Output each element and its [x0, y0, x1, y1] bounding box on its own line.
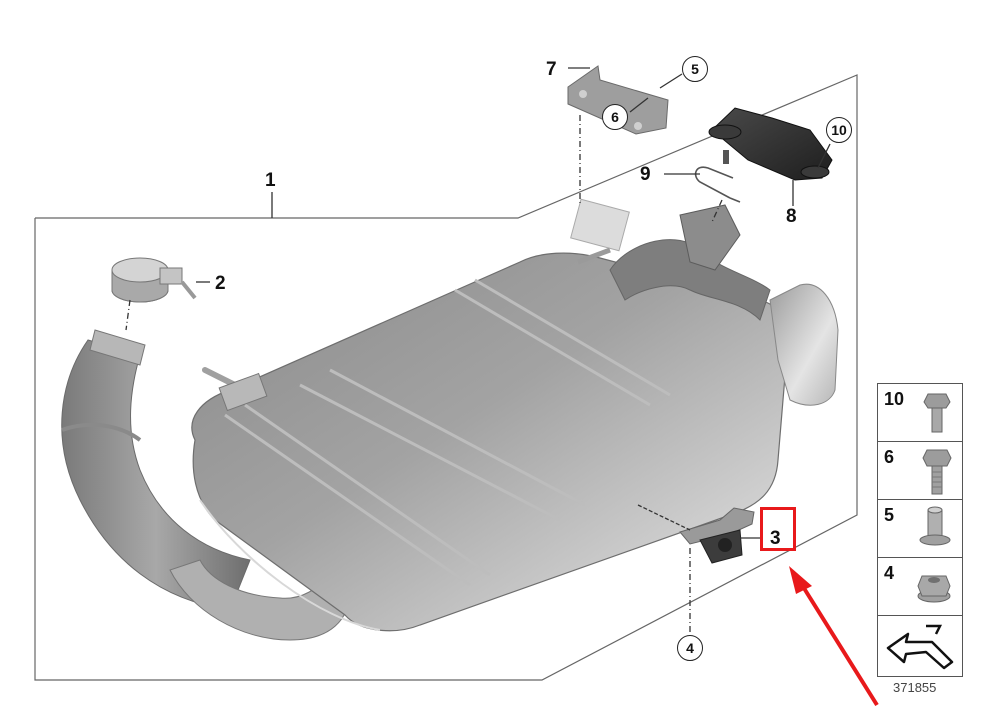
fastener-legend: 10 6 5 4	[877, 383, 963, 677]
highlight-box-part-3	[760, 507, 796, 551]
diagram-reference-number: 371855	[893, 680, 937, 695]
legend-item-direction	[878, 616, 962, 676]
callout-8: 8	[786, 206, 797, 227]
hanger-bracket-left	[202, 367, 268, 412]
legend-number: 10	[884, 389, 905, 409]
rubber-mount	[679, 507, 755, 564]
callout-7: 7	[546, 59, 557, 80]
legend-item-4: 4	[878, 558, 962, 616]
legend-item-6: 6	[878, 442, 962, 500]
rear-pipes	[609, 239, 839, 406]
callout-4: 4	[677, 635, 703, 661]
muffler-body	[191, 252, 789, 632]
callout-5: 5	[682, 56, 708, 82]
legend-item-10: 10	[878, 384, 962, 442]
callout-1: 1	[265, 170, 276, 191]
flap-actuator	[708, 107, 833, 181]
callout-3: 3	[770, 528, 781, 549]
flange-bolt-long-icon	[922, 449, 952, 495]
pipe-clamp	[111, 257, 197, 303]
flap-valve-housing	[679, 204, 741, 271]
rivet-nut-icon	[919, 506, 951, 546]
assembly-outline	[34, 74, 858, 681]
legend-item-5: 5	[878, 500, 962, 558]
annotation-arrow	[789, 566, 879, 707]
hex-flange-nut-icon	[917, 575, 951, 603]
direction-arrow-icon	[886, 624, 954, 670]
legend-number: 6	[884, 447, 895, 467]
callout-9: 9	[640, 164, 651, 185]
legend-number: 4	[884, 563, 895, 583]
spring-clip	[694, 166, 741, 203]
hanger-bracket-top	[570, 198, 630, 265]
callout-6: 6	[602, 104, 628, 130]
legend-number: 5	[884, 505, 895, 525]
callout-2: 2	[215, 273, 226, 294]
leader-lines	[125, 67, 831, 635]
flange-bolt-short-icon	[923, 393, 951, 433]
mounting-bracket	[567, 65, 669, 135]
callout-10: 10	[826, 117, 852, 143]
